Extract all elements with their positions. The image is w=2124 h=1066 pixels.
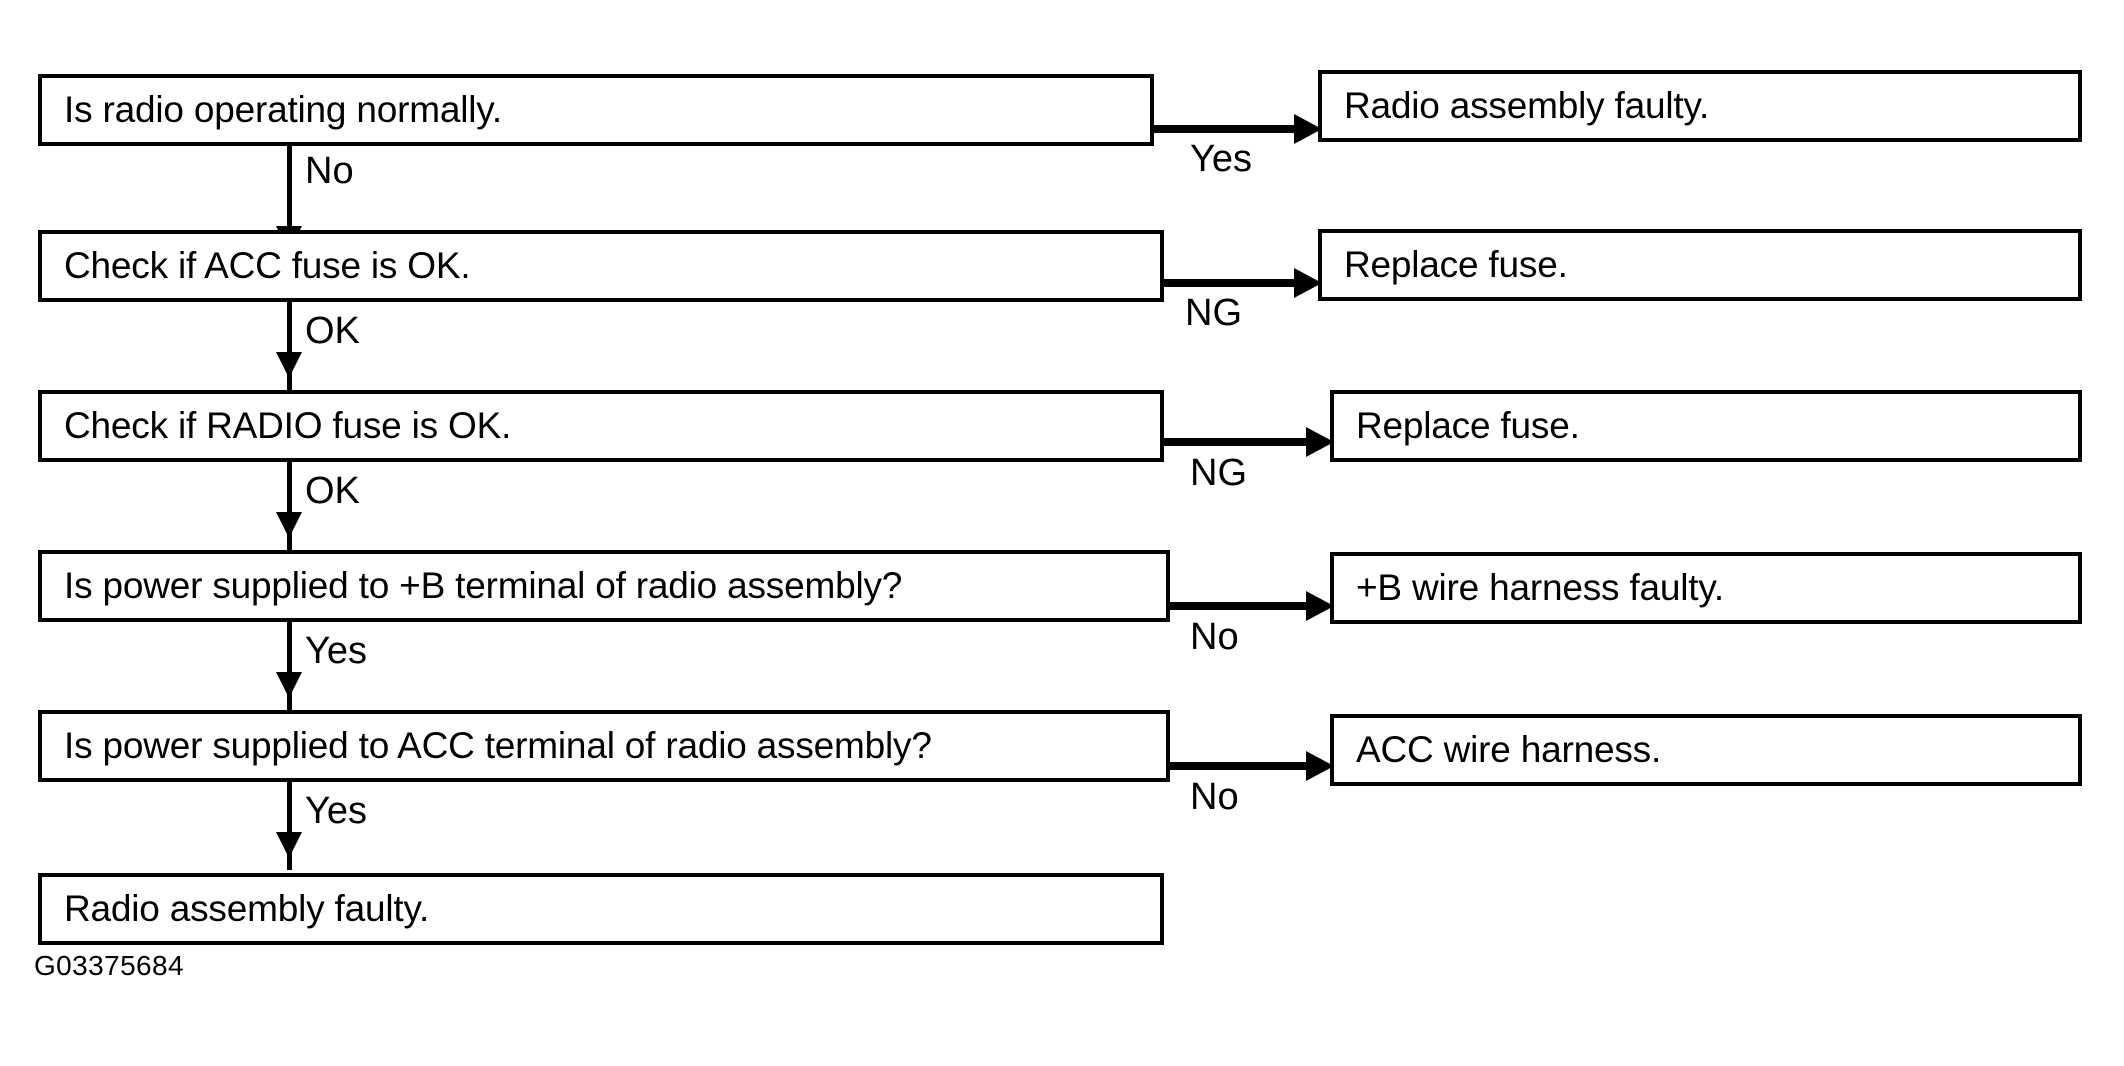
flow-node-label: ACC wire harness. — [1356, 728, 1662, 770]
edge-q2-q3-line — [287, 302, 292, 390]
flow-node-label: Radio assembly faulty. — [1344, 84, 1710, 126]
flow-node-r4[interactable]: +B wire harness faulty. — [1330, 552, 2082, 624]
edge-q4-q5-line — [287, 622, 292, 710]
flow-node-label: +B wire harness faulty. — [1356, 566, 1724, 608]
edge-q2-r2-arrowhead — [1294, 268, 1322, 298]
edge-q5-r5-line — [1168, 762, 1310, 770]
edge-q3-r3-arrowhead — [1306, 427, 1334, 457]
flow-node-q6[interactable]: Radio assembly faulty. — [38, 873, 1164, 945]
edge-q2-r2-line — [1162, 279, 1298, 287]
edge-q3-q4-line — [287, 462, 292, 550]
edge-label-q4-q5: Yes — [305, 630, 367, 672]
edge-q1-r1-arrowhead — [1294, 114, 1322, 144]
edge-label-q1-q2: No — [305, 150, 354, 192]
edge-q2-q3-arrowhead — [276, 352, 302, 378]
flow-node-label: Check if ACC fuse is OK. — [64, 244, 471, 286]
edge-label-q4-r4: No — [1190, 616, 1239, 658]
edge-label-q3-r3: NG — [1190, 452, 1247, 494]
flow-node-r1[interactable]: Radio assembly faulty. — [1318, 70, 2082, 142]
flow-node-q4[interactable]: Is power supplied to +B terminal of radi… — [38, 550, 1170, 622]
edge-q1-q2-line — [287, 146, 292, 238]
flow-node-q3[interactable]: Check if RADIO fuse is OK. — [38, 390, 1164, 462]
edge-label-q5-q6: Yes — [305, 790, 367, 832]
flow-node-label: Replace fuse. — [1344, 243, 1568, 285]
flow-node-q1[interactable]: Is radio operating normally. — [38, 74, 1154, 146]
flow-node-label: Check if RADIO fuse is OK. — [64, 404, 512, 446]
edge-label-q2-q3: OK — [305, 310, 360, 352]
edge-q3-q4-arrowhead — [276, 512, 302, 538]
edge-label-q5-r5: No — [1190, 776, 1239, 818]
edge-q5-q6-arrowhead — [276, 832, 302, 858]
edge-q4-r4-line — [1168, 602, 1310, 610]
edge-q4-r4-arrowhead — [1306, 591, 1334, 621]
flow-node-q2[interactable]: Check if ACC fuse is OK. — [38, 230, 1164, 302]
edge-q4-q5-arrowhead — [276, 672, 302, 698]
edge-q5-q6-line — [287, 782, 292, 870]
flow-node-r5[interactable]: ACC wire harness. — [1330, 714, 2082, 786]
flow-node-label: Is radio operating normally. — [64, 88, 502, 130]
edge-q3-r3-line — [1162, 438, 1310, 446]
edge-q5-r5-arrowhead — [1306, 751, 1334, 781]
figure-caption: G03375684 — [34, 950, 184, 981]
edge-q1-r1-line — [1152, 125, 1298, 133]
edge-label-q1-r1: Yes — [1190, 138, 1252, 180]
edge-label-q3-q4: OK — [305, 470, 360, 512]
flow-node-label: Is power supplied to +B terminal of radi… — [64, 564, 903, 606]
flow-node-label: Replace fuse. — [1356, 404, 1580, 446]
flow-node-label: Is power supplied to ACC terminal of rad… — [64, 724, 932, 766]
flow-node-q5[interactable]: Is power supplied to ACC terminal of rad… — [38, 710, 1170, 782]
edge-label-q2-r2: NG — [1185, 292, 1242, 334]
flow-node-r2[interactable]: Replace fuse. — [1318, 229, 2082, 301]
flow-node-r3[interactable]: Replace fuse. — [1330, 390, 2082, 462]
flow-node-label: Radio assembly faulty. — [64, 887, 430, 929]
